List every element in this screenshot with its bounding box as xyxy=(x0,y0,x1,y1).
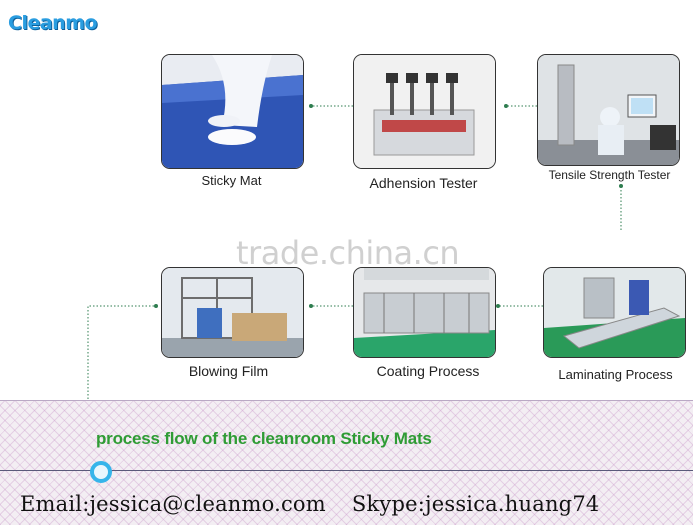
blowing-film-photo xyxy=(161,267,304,358)
watermark: trade.china.cn xyxy=(236,234,460,272)
tensile-strength-tester-photo xyxy=(537,54,680,166)
coating-process-photo xyxy=(353,267,496,358)
cleanmo-logo: Cleanmo xyxy=(8,12,98,34)
process-flow-title: process flow of the cleanroom Sticky Mat… xyxy=(96,429,432,448)
adhension-tester-photo xyxy=(353,54,496,169)
laminating-process-photo xyxy=(543,267,686,358)
footer-divider xyxy=(0,470,693,471)
step-label-coating-process: Coating Process xyxy=(376,363,480,379)
step-label-blowing-film: Blowing Film xyxy=(188,363,269,379)
contact-line: Email:jessica@cleanmo.com Skype:jessica.h… xyxy=(20,492,599,516)
circle-bullet-icon xyxy=(90,461,112,483)
footer-band xyxy=(0,400,693,525)
step-label-sticky-mat: Sticky Mat xyxy=(201,173,262,188)
step-label-laminating-process: Laminating Process xyxy=(558,367,673,382)
contact-email: Email:jessica@cleanmo.com xyxy=(20,492,326,516)
step-label-adhension-tester: Adhension Tester xyxy=(369,175,478,191)
sticky-mat-photo xyxy=(161,54,304,169)
contact-skype: Skype:jessica.huang74 xyxy=(351,492,600,516)
step-label-tensile-strength-tester: Tensile Strength Tester xyxy=(548,168,671,182)
